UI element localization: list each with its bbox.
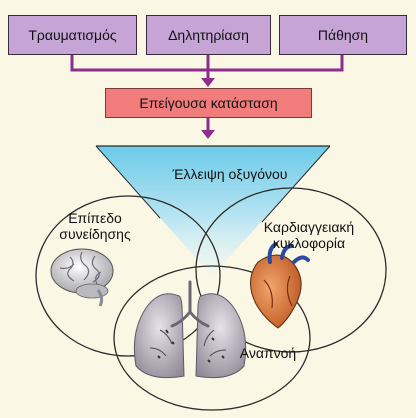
heart-illustration: [250, 244, 308, 328]
brain-illustration: [51, 249, 113, 306]
lungs-illustration: [134, 282, 245, 378]
box-illness: Πάθηση: [279, 15, 407, 55]
arrow-to-emergency: [201, 78, 215, 87]
arrow-to-funnel: [201, 130, 215, 139]
box-poisoning: Δηλητηρίαση: [146, 15, 271, 55]
label-breathing: Αναπνοή: [233, 345, 303, 361]
label-consciousness: Επίπεδο συνείδησης: [52, 210, 138, 242]
box-emergency: Επείγουσα κατάσταση: [105, 88, 312, 118]
box-trauma: Τραυματισμός: [8, 15, 137, 55]
label-circulation: Καρδιαγγειακή κυκλοφορία: [262, 219, 356, 251]
funnel-label: Έλλειψη οξυγόνου: [160, 166, 300, 182]
